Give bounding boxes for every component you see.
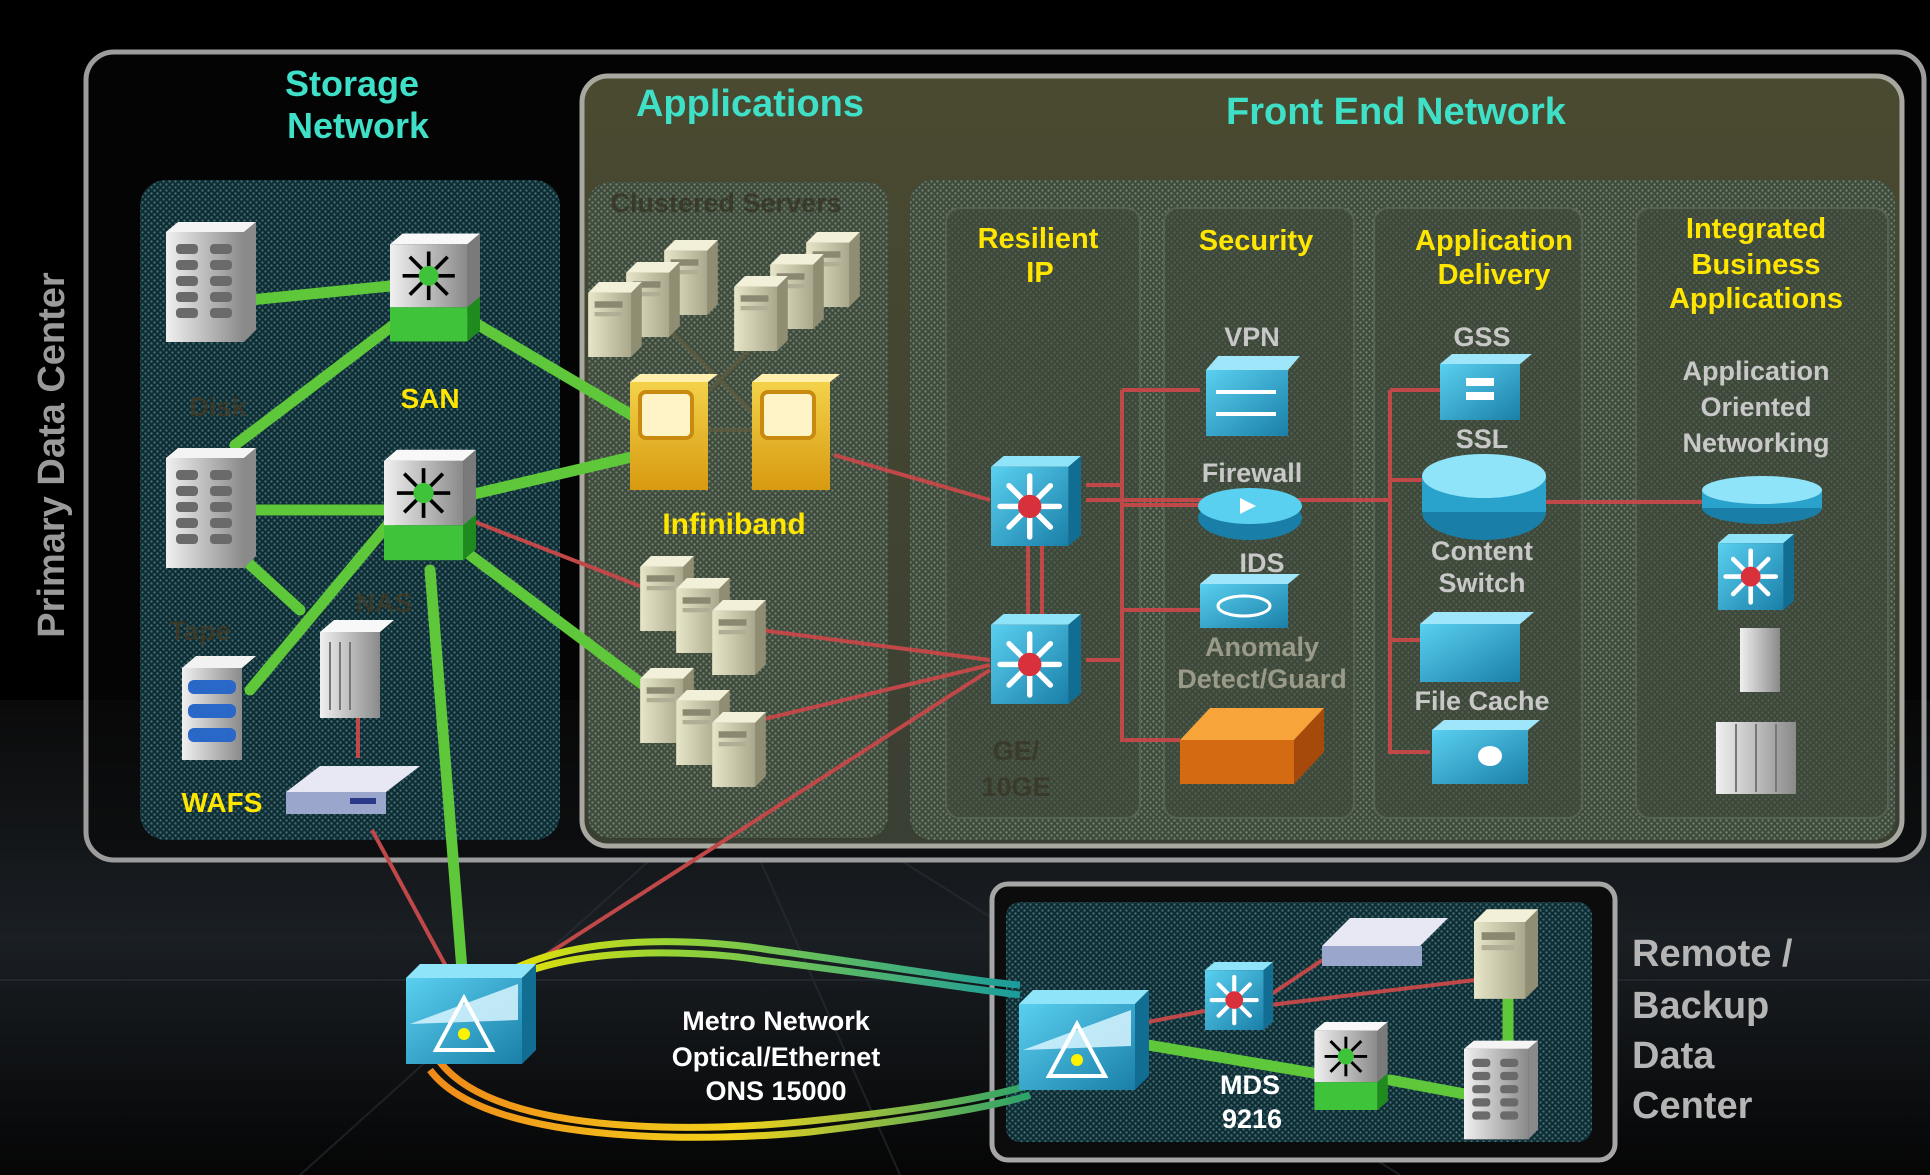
- application-delivery-label-line2: Delivery: [1438, 259, 1551, 291]
- resilient-ip-label-line1: Resilient: [978, 223, 1099, 255]
- san-switch-icon: [390, 234, 480, 342]
- tape-library-icon: [182, 656, 256, 760]
- mds-label-line1: MDS: [1220, 1070, 1280, 1100]
- content-switch-label-line2: Switch: [1438, 568, 1525, 598]
- remote-ons-optical-node-icon: [1019, 990, 1149, 1090]
- ssl-label: SSL: [1456, 424, 1509, 454]
- clustered-servers-label: Clustered Servers: [610, 188, 841, 218]
- aon-switch-icon: [1718, 534, 1794, 610]
- remote-appliance-icon: [1322, 918, 1448, 966]
- file-cache-icon: [1420, 612, 1534, 682]
- mainframe-icon: [1716, 722, 1796, 794]
- ids-label: IDS: [1239, 548, 1284, 578]
- vpn-label: VPN: [1224, 322, 1280, 352]
- integrated-business-label-line1: Integrated: [1686, 213, 1826, 245]
- disk-array-2-icon: [166, 448, 256, 568]
- metro-network-label-line3: ONS 15000: [705, 1076, 846, 1106]
- remote-backup-area: [1006, 902, 1592, 1142]
- remote-title-line4: Center: [1632, 1085, 1753, 1127]
- mds-9216-switch-icon: [1314, 1022, 1388, 1110]
- integrated-business-label-line3: Applications: [1669, 283, 1843, 315]
- aon-label-line3: Networking: [1682, 428, 1829, 458]
- wafs-label: WAFS: [182, 787, 263, 818]
- ge-label-line2: 10GE: [981, 772, 1050, 802]
- aon-router-icon: [1702, 476, 1822, 524]
- ons-optical-node-icon: [406, 964, 536, 1064]
- resilient-ip-label-line2: IP: [1026, 257, 1053, 289]
- firewall-icon: [1198, 488, 1302, 540]
- core-switch-icon: [991, 456, 1081, 546]
- vpn-concentrator-icon: [1206, 356, 1300, 436]
- remote-disk-array-icon: [1464, 1040, 1538, 1140]
- primary-data-center-title: Primary Data Center: [31, 272, 73, 638]
- gss-icon: [1440, 354, 1532, 420]
- metro-network-label-line2: Optical/Ethernet: [672, 1042, 881, 1072]
- gss-label: GSS: [1453, 322, 1510, 352]
- ge-label-line1: GE/: [993, 736, 1040, 766]
- infiniband-label: Infiniband: [662, 508, 805, 541]
- anomaly-label-line2: Detect/Guard: [1177, 664, 1347, 694]
- metro-ring-links: [427, 938, 1032, 1141]
- content-switch-icon: [1422, 454, 1546, 540]
- metro-network-label-line1: Metro Network: [682, 1006, 871, 1036]
- ids-sensor-icon: [1200, 574, 1300, 628]
- san-switch-2-icon: [384, 450, 476, 560]
- remote-title-line2: Backup: [1632, 985, 1769, 1027]
- applications-title: Applications: [636, 83, 864, 125]
- infiniband-switch-icon: [630, 374, 718, 490]
- remote-server-icon: [1474, 909, 1538, 999]
- nas-filer-icon: [320, 620, 394, 718]
- file-cache-engine-icon: [1432, 720, 1540, 784]
- security-label: Security: [1199, 225, 1313, 257]
- application-delivery-label-line1: Application: [1415, 225, 1573, 257]
- remote-title-line1: Remote /: [1632, 933, 1793, 975]
- green-fc-links: [229, 279, 1514, 1101]
- anomaly-guard-icon: [1180, 708, 1324, 784]
- aon-label-line1: Application: [1683, 356, 1830, 386]
- content-switch-label-line1: Content: [1431, 536, 1533, 566]
- tape-label: Tape: [169, 616, 230, 646]
- aon-label-line2: Oriented: [1700, 392, 1811, 422]
- storage-network-title-line1: Storage: [285, 63, 419, 104]
- remote-title-line3: Data: [1632, 1035, 1715, 1077]
- file-cache-label: File Cache: [1414, 686, 1549, 716]
- wafs-appliance-icon: [286, 766, 420, 814]
- mds-label-line2: 9216: [1222, 1104, 1282, 1134]
- storage-network-title-line2: Network: [287, 105, 430, 146]
- distribution-switch-icon: [991, 614, 1081, 704]
- red-ethernet-links: [356, 388, 1705, 1024]
- integrated-business-label-line2: Business: [1692, 249, 1821, 281]
- remote-switch-icon: [1205, 962, 1273, 1030]
- nas-label: NAS: [355, 588, 412, 618]
- front-end-network-title: Front End Network: [1226, 91, 1567, 133]
- anomaly-label-line1: Anomaly: [1205, 632, 1319, 662]
- application-server-icon: [1740, 628, 1780, 692]
- disk-label: Disk: [189, 392, 247, 422]
- firewall-label: Firewall: [1202, 458, 1303, 488]
- san-label: SAN: [400, 383, 459, 414]
- disk-array-icon: [166, 222, 256, 342]
- infiniband-switch-2-icon: [752, 374, 840, 490]
